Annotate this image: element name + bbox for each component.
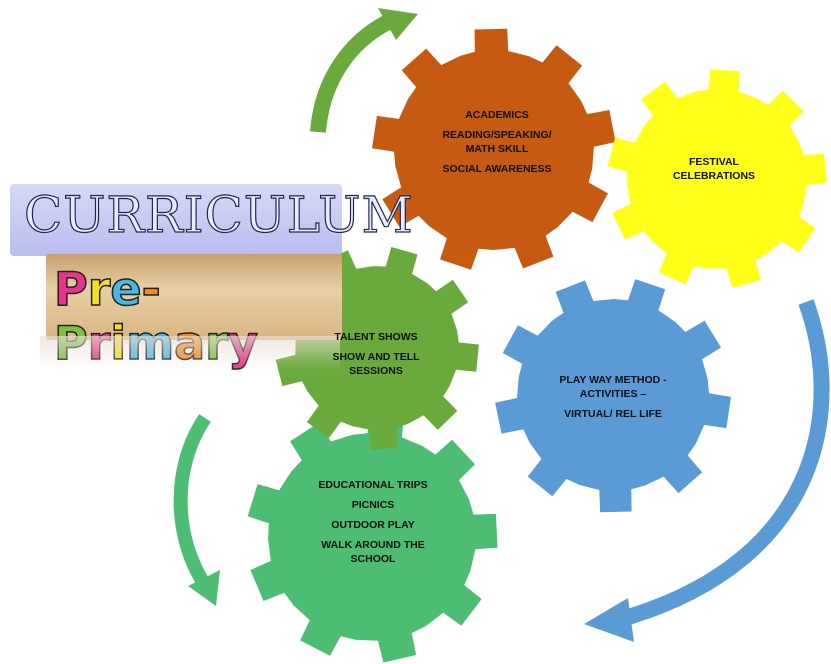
gear-shape [372, 28, 616, 270]
logo-letter: r [87, 261, 111, 317]
talent-line: TALENT SHOWS [334, 331, 418, 343]
playway-label: PLAY WAY METHOD - ACTIVITIES – VIRTUAL/ … [541, 373, 685, 427]
academics-line: ACADEMICS [465, 109, 529, 121]
playway-line: VIRTUAL/ REL LIFE [564, 408, 662, 420]
trips-line: PICNICS [351, 499, 395, 511]
trips-line: WALK AROUND THE SCHOOL [321, 539, 425, 565]
bottom-left-arrow [173, 414, 220, 606]
talent-label: TALENT SHOWS SHOW AND TELL SESSIONS [325, 330, 427, 384]
logo-letter: - [141, 261, 162, 317]
top-left-arrow [310, 8, 418, 133]
logo-reflection [40, 336, 340, 370]
festival-label: FESTIVAL CELEBRATIONS [664, 155, 764, 189]
gear-shape [247, 411, 498, 663]
trips-line: OUTDOOR PLAY [331, 519, 415, 531]
academics-line: READING/SPEAKING/ MATH SKILL [442, 129, 552, 155]
academics-line: SOCIAL AWARENESS [442, 163, 552, 175]
festival-gear [607, 69, 827, 288]
festival-line: FESTIVAL CELEBRATIONS [672, 156, 756, 182]
academics-gear [372, 28, 616, 270]
play-way-gear [495, 279, 731, 513]
trips-line: EDUCATIONAL TRIPS [318, 479, 428, 491]
right-arrow [584, 299, 830, 642]
trips-label: EDUCATIONAL TRIPS PICNICS OUTDOOR PLAY W… [318, 478, 428, 572]
logo-letter: e [110, 261, 143, 317]
talent-line: SHOW AND TELL SESSIONS [332, 351, 420, 377]
logo-letter: P [53, 261, 88, 317]
gear-shape [607, 69, 827, 288]
logo-top-band [10, 184, 342, 256]
educational-trips-gear [247, 411, 498, 663]
curriculum-logo: CURRICULUM Pre-Primary [10, 176, 413, 371]
logo-curriculum-text: CURRICULUM [23, 185, 414, 244]
gear-shape [495, 279, 731, 513]
academics-label: ACADEMICS READING/SPEAKING/ MATH SKILL S… [432, 108, 562, 182]
logo-bottom-band [46, 254, 342, 340]
playway-line: PLAY WAY METHOD - ACTIVITIES – [559, 374, 667, 400]
